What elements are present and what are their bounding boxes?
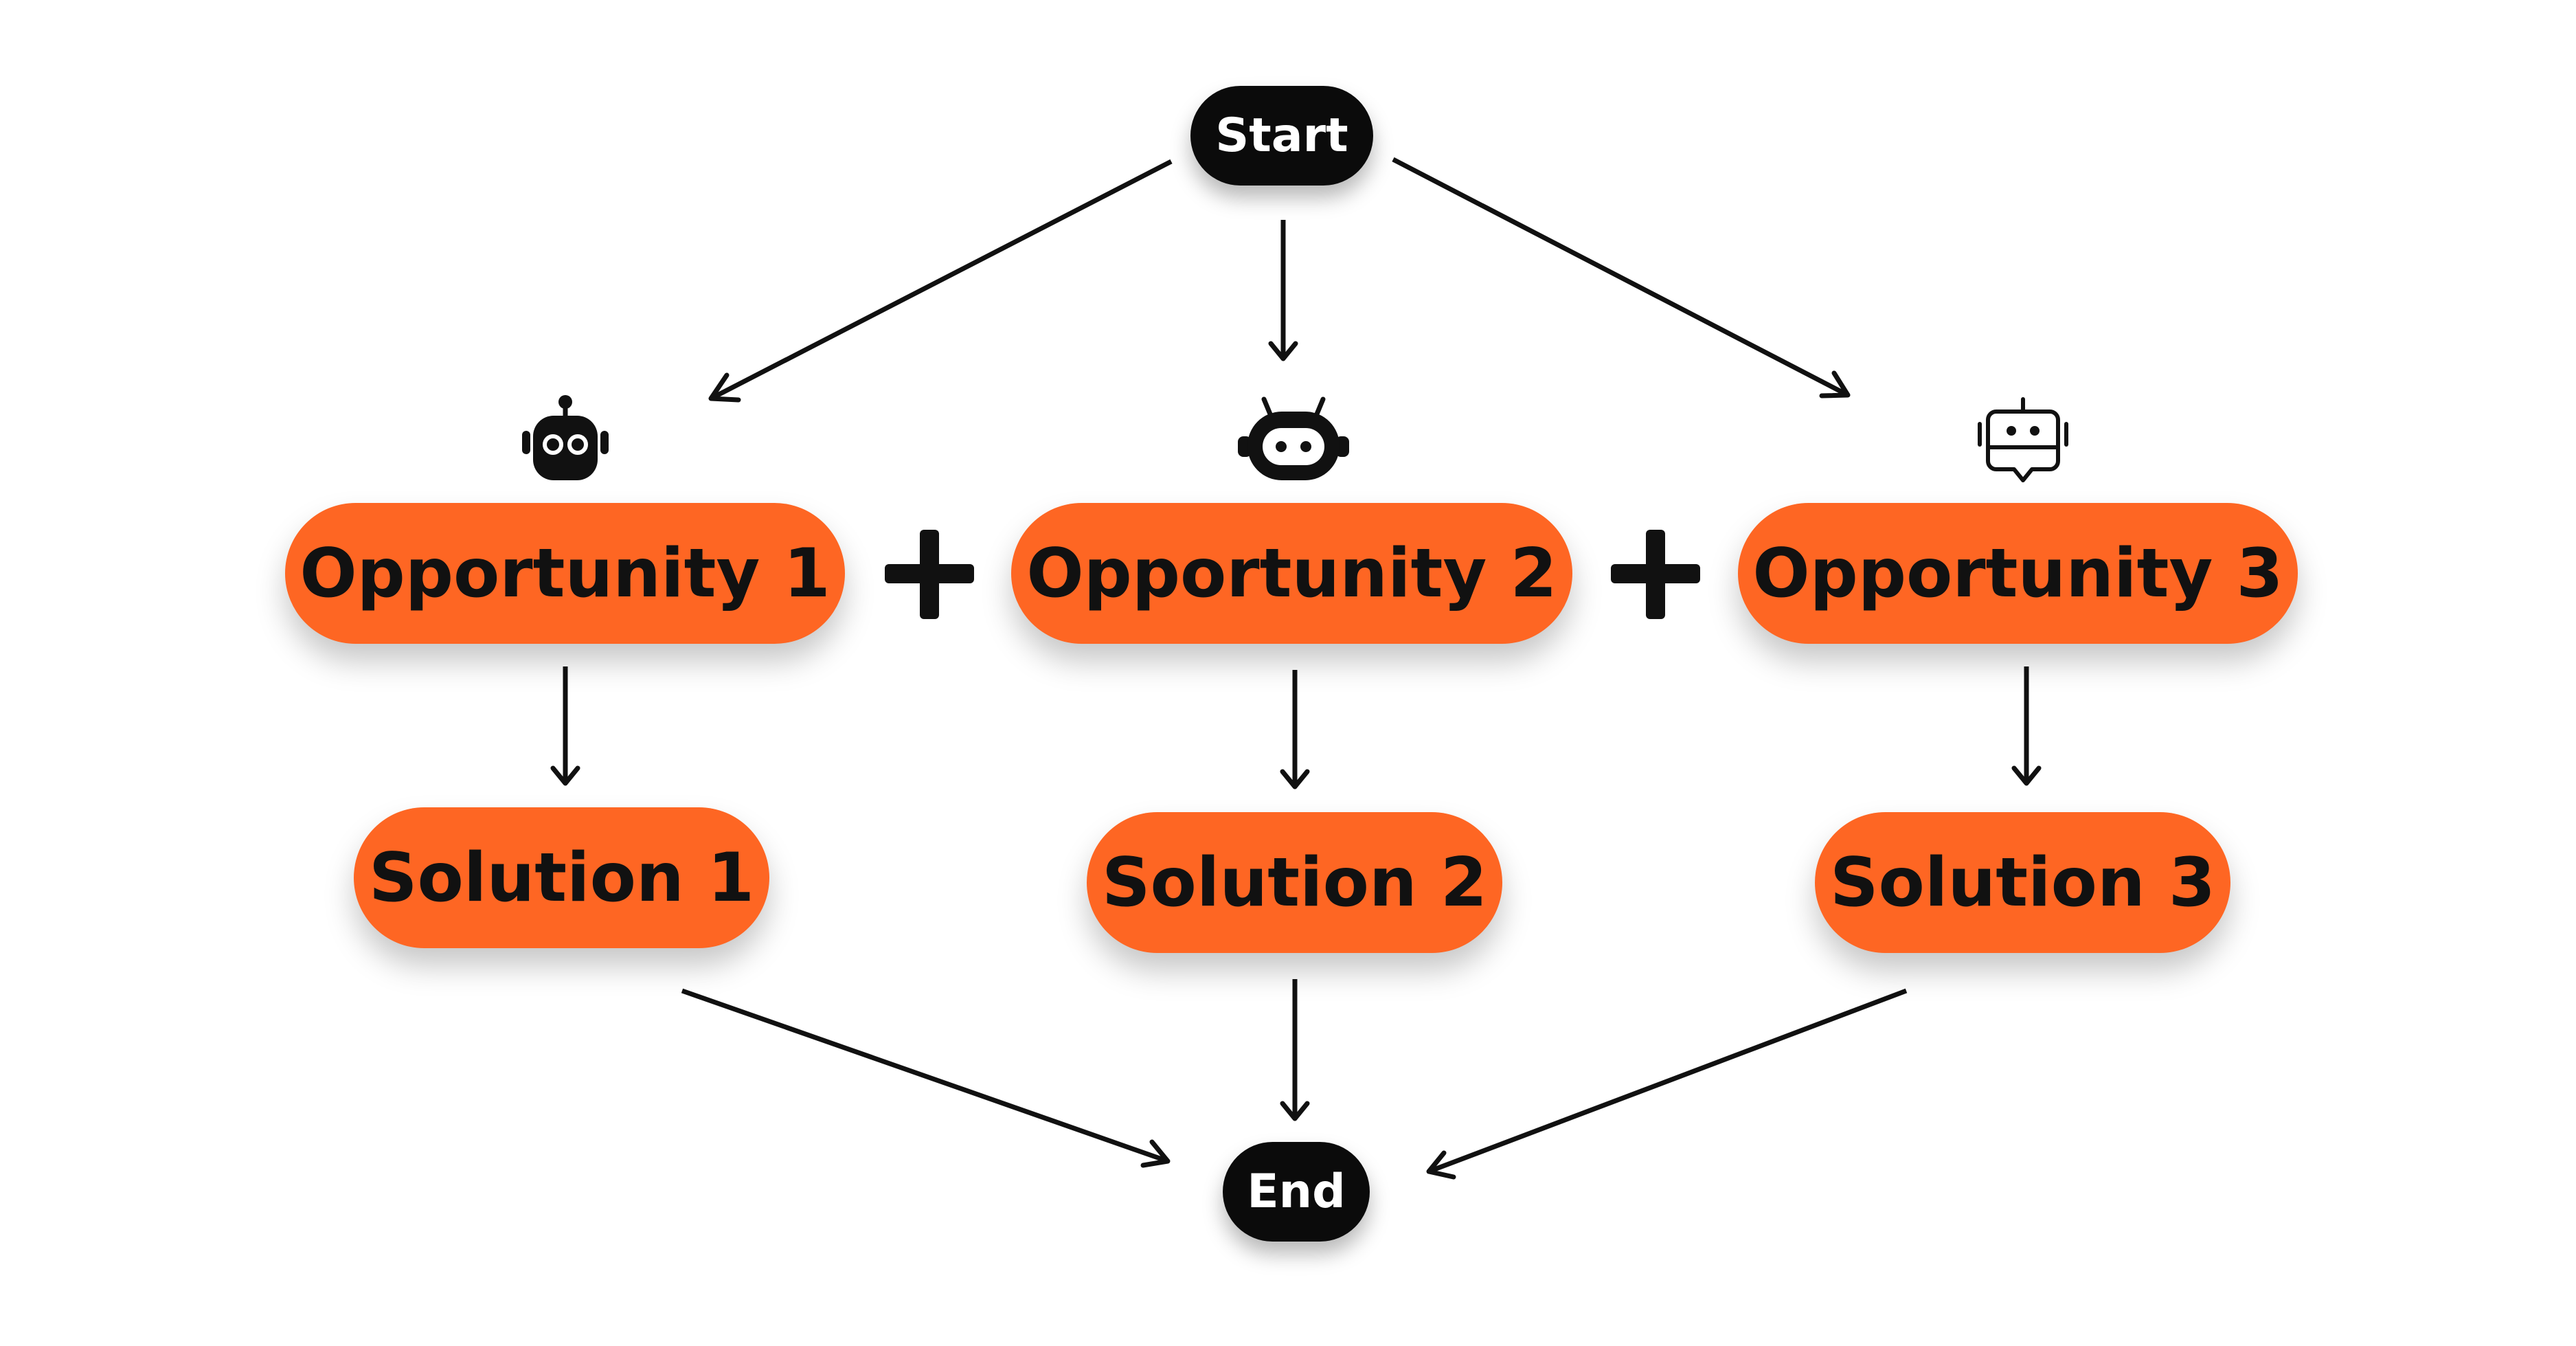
arrowhead-end-left — [1140, 1139, 1171, 1168]
solution-1-label: Solution 1 — [368, 838, 755, 917]
opportunity-3-label: Opportunity 3 — [1752, 534, 2283, 613]
arrowhead-opportunity-3 — [1819, 370, 1851, 399]
opportunity-1-label: Opportunity 1 — [300, 534, 831, 613]
arrowhead-solution-2 — [1280, 769, 1310, 789]
end-label: End — [1247, 1165, 1346, 1219]
arrow-solution-1-to-end — [681, 988, 1169, 1164]
solution-2-node: Solution 2 — [1087, 812, 1502, 953]
arrowhead-opportunity-2 — [1268, 341, 1298, 361]
end-node: End — [1223, 1142, 1370, 1242]
arrowhead-end-right — [1426, 1150, 1456, 1180]
arrow-solution-3-to-end — [1427, 988, 1908, 1174]
robot-head-icon — [522, 395, 609, 480]
plus-icon — [1611, 530, 1700, 619]
arrowhead-solution-1 — [550, 765, 580, 786]
chatbot-icon — [1978, 397, 2068, 482]
solution-1-node: Solution 1 — [354, 807, 769, 948]
opportunity-2-node: Opportunity 2 — [1011, 503, 1572, 644]
opportunity-2-label: Opportunity 2 — [1026, 534, 1557, 613]
solution-3-label: Solution 3 — [1829, 843, 2216, 922]
start-node: Start — [1190, 86, 1373, 186]
arrow-start-to-opportunity-1 — [710, 159, 1173, 401]
robot-face-icon — [1238, 396, 1349, 480]
arrowhead-opportunity-1 — [708, 372, 741, 403]
arrowhead-solution-3 — [2011, 765, 2042, 786]
start-label: Start — [1215, 109, 1348, 163]
arrow-start-to-opportunity-3 — [1392, 157, 1849, 398]
solution-2-label: Solution 2 — [1101, 843, 1488, 922]
opportunity-3-node: Opportunity 3 — [1738, 503, 2298, 644]
arrowhead-end-center — [1280, 1101, 1310, 1121]
plus-icon — [885, 530, 974, 619]
solution-3-node: Solution 3 — [1815, 812, 2230, 953]
opportunity-1-node: Opportunity 1 — [285, 503, 845, 644]
